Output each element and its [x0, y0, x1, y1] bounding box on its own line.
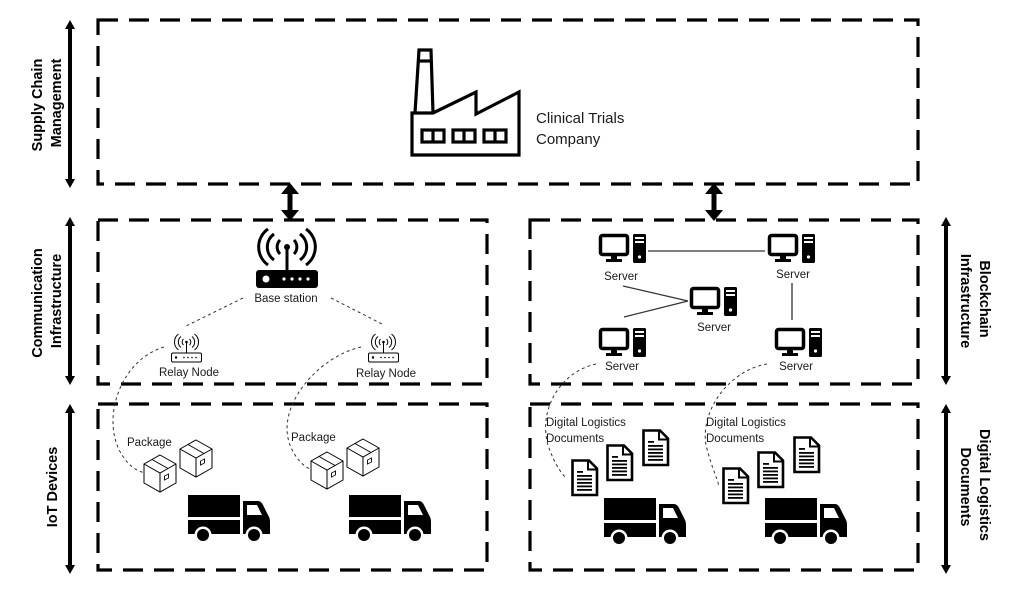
relay-node-icon-left [171, 333, 202, 363]
base-to-relay-link-right [330, 297, 385, 326]
documents-label: Digital Logistics Documents [957, 429, 992, 545]
documents-label-line1: Digital Logistics [976, 429, 992, 541]
relay-node-label-left: Relay Node [159, 367, 219, 379]
server-icon-5 [774, 326, 824, 359]
package-label-right: Package [291, 432, 336, 444]
server-to-docs-link-right [704, 363, 768, 486]
package-icon-4 [346, 438, 380, 477]
relay-node-icon-right [368, 333, 399, 363]
server-icon-1 [598, 232, 648, 265]
communication-arrow [65, 217, 75, 385]
server-icon-2 [767, 232, 817, 265]
blockchain-label-line1: Blockchain [976, 260, 992, 337]
truck-icon-3 [604, 498, 686, 547]
server-label-4: Server [605, 361, 639, 373]
server-icon-3 [689, 285, 739, 318]
document-icon-2 [606, 444, 634, 482]
documents-label-line2: Documents [957, 448, 973, 527]
factory-icon [410, 48, 521, 157]
supply-chain-box [96, 18, 920, 186]
blockchain-label: Blockchain Infrastructure [957, 254, 992, 348]
document-icon-6 [793, 436, 821, 474]
package-label-left: Package [127, 437, 172, 449]
server-link-2 [622, 285, 689, 302]
communication-label-line1: Communication [30, 248, 46, 358]
server-label-1: Server [604, 271, 638, 283]
server-label-3: Server [697, 322, 731, 334]
server-icon-4 [598, 326, 648, 359]
documents-group-label-left-line1: Digital Logistics [546, 417, 626, 429]
iot-arrow [65, 404, 75, 574]
truck-icon-1 [188, 495, 270, 544]
communication-box [96, 218, 489, 386]
base-station-icon [254, 227, 320, 290]
document-icon-1 [571, 459, 599, 497]
blockchain-label-line2: Infrastructure [957, 254, 973, 348]
blockchain-box [528, 218, 920, 386]
company-to-communication-arrow [281, 183, 299, 221]
supply-chain-label-line2: Management [49, 59, 65, 148]
supply-chain-label-line1: Supply Chain [30, 59, 46, 152]
supply-chain-label: Supply Chain Management [30, 55, 65, 152]
relay-to-package-link-right [286, 346, 362, 471]
iot-devices-label: IoT Devices [45, 447, 61, 528]
server-label-2: Server [776, 269, 810, 281]
server-label-5: Server [779, 361, 813, 373]
server-link-3 [623, 300, 689, 318]
base-station-label: Base station [254, 293, 317, 305]
company-name-line2: Company [536, 131, 601, 148]
company-to-blockchain-arrow [705, 183, 723, 221]
documents-arrow [941, 404, 951, 574]
document-icon-5 [757, 451, 785, 489]
supply-chain-arrow [65, 20, 75, 188]
truck-icon-4 [765, 498, 847, 547]
relay-to-package-link-left [112, 346, 165, 474]
blockchain-arrow [941, 217, 951, 385]
documents-box [528, 402, 920, 572]
documents-group-label-left-line2: Documents [546, 433, 604, 445]
communication-label-line2: Infrastructure [49, 254, 65, 348]
communication-label: Communication Infrastructure [30, 244, 65, 358]
company-name-line1: Clinical Trials [536, 110, 624, 127]
package-icon-3 [310, 451, 344, 490]
package-icon-1 [143, 454, 177, 493]
documents-group-label-right-line1: Digital Logistics [706, 417, 786, 429]
documents-group-label-right-line2: Documents [706, 433, 764, 445]
relay-node-label-right: Relay Node [356, 368, 416, 380]
document-icon-3 [642, 429, 670, 467]
base-to-relay-link-left [185, 297, 244, 327]
truck-icon-2 [349, 495, 431, 544]
package-icon-2 [179, 439, 213, 478]
document-icon-4 [722, 467, 750, 505]
